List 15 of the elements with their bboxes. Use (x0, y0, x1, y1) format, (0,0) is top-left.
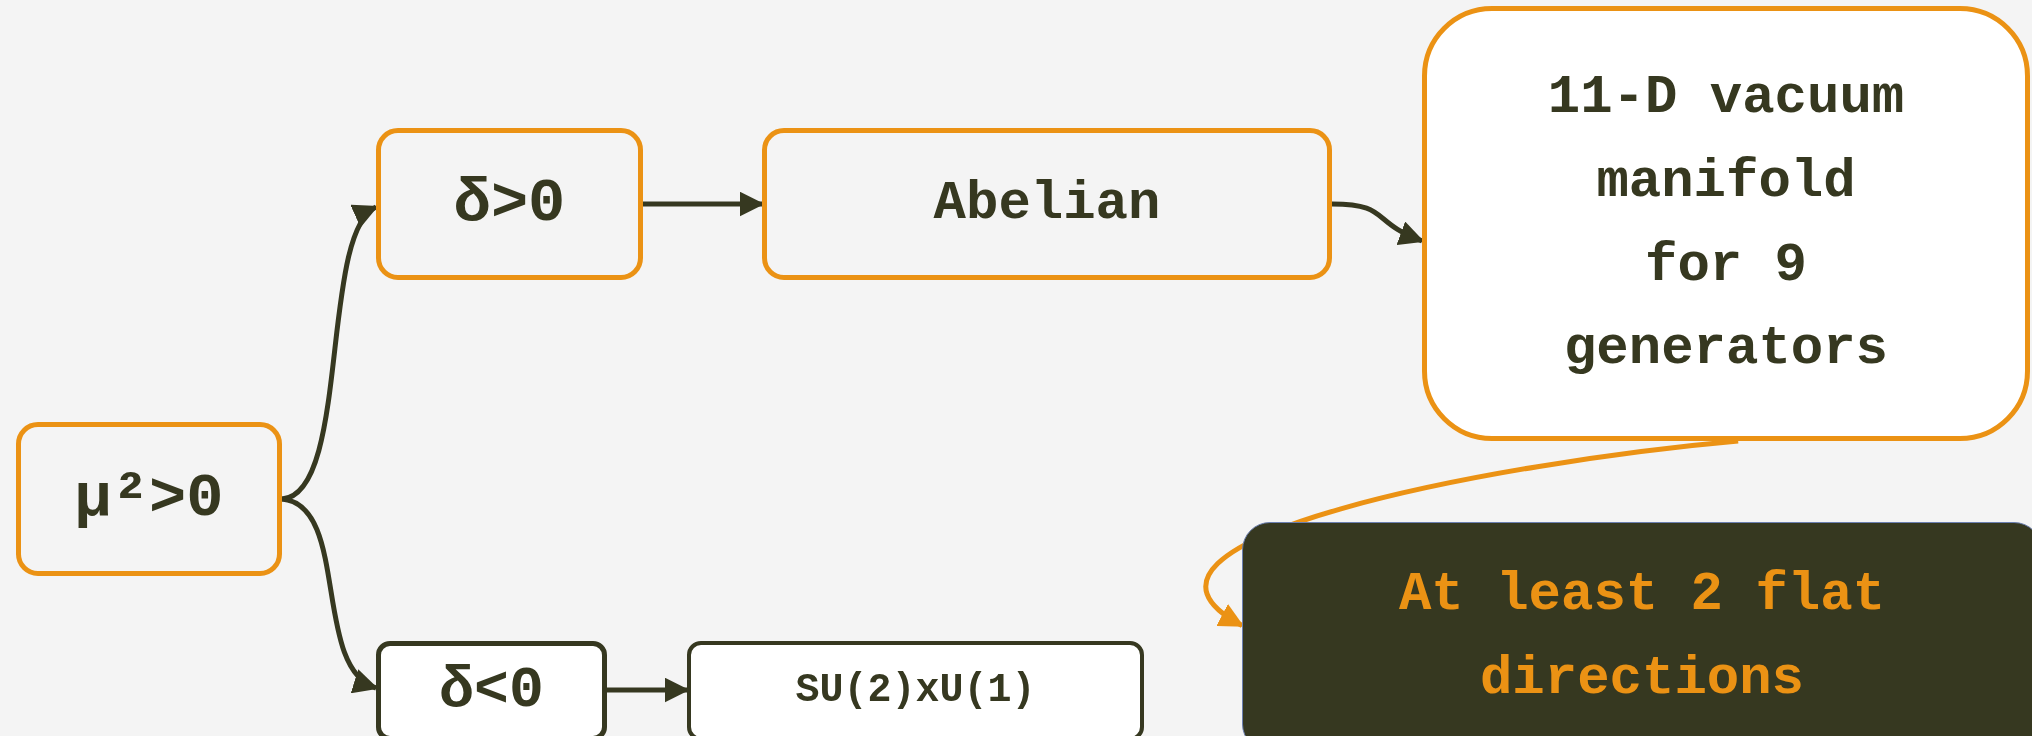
node-label: SU(2)xU(1) (795, 667, 1036, 715)
process-box (16, 422, 282, 576)
node-label: At least 2 flat directions (1397, 563, 1887, 711)
arrow (281, 205, 378, 502)
process-box (762, 128, 1332, 280)
node-label: Abelian (933, 171, 1161, 236)
process-box (1422, 6, 2030, 441)
process-box (687, 641, 1144, 736)
node-label: δ<0 (439, 657, 544, 726)
result-box (1242, 522, 2032, 736)
process-box (376, 641, 607, 736)
process-box (376, 128, 643, 280)
node-label: μ²>0 (74, 461, 224, 536)
node-label: δ>0 (453, 166, 566, 241)
node-label: 11-D vacuum manifold for 9 generators (1546, 66, 1906, 382)
